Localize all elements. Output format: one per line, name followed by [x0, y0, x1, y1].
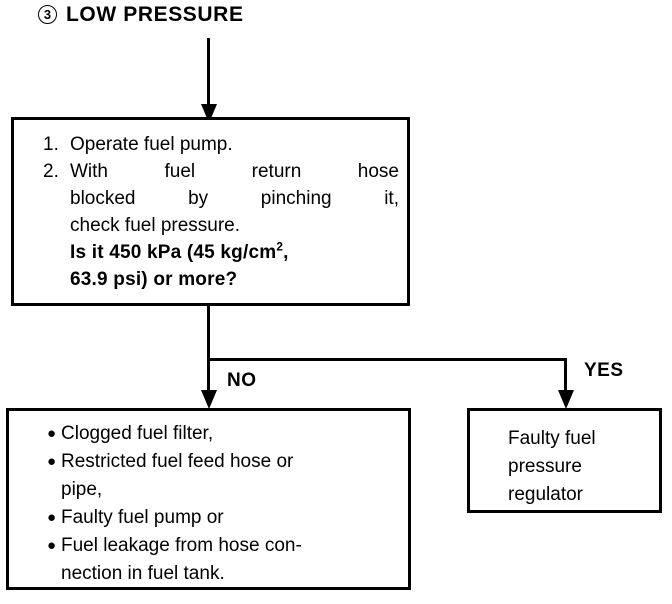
no-outcome-list: ● Clogged fuel filter, ● Restricted fuel… [47, 420, 400, 588]
list-item-text: Restricted fuel feed hose or pipe, [61, 448, 400, 504]
list-item-line: Fuel leakage from hose con- [61, 535, 302, 556]
question-line: 63.9 psi) or more? [70, 269, 238, 290]
yes-outcome-line: pressure [508, 456, 582, 477]
list-item-text: Fuel leakage from hose con- nection in f… [61, 532, 400, 588]
branch-label-yes: YES [584, 360, 624, 381]
list-item: ● Restricted fuel feed hose or pipe, [47, 448, 400, 504]
circled-number-icon: 3 [38, 5, 57, 24]
bullet-dot-icon: ● [47, 537, 57, 554]
decision-steps: 1. Operate fuel pump. 2. With fuel retur… [43, 131, 399, 293]
question-line: Is it 450 kPa (45 kg/cm2, [70, 239, 399, 266]
yes-outcome-line: regulator [508, 484, 583, 505]
list-item-line: Restricted fuel feed hose or [61, 451, 294, 472]
step-item: 1. Operate fuel pump. [43, 131, 399, 158]
no-outcome-box: ● Clogged fuel filter, ● Restricted fuel… [6, 408, 411, 590]
chart-title: 3 LOW PRESSURE [38, 4, 244, 25]
step-text-line: With fuel return hose [70, 161, 399, 182]
list-item-text: Faulty fuel pump or [61, 507, 224, 528]
list-item-line: pipe, [61, 479, 103, 500]
connector-title-to-decision [207, 38, 210, 110]
list-item-text: Clogged fuel filter, [61, 423, 214, 444]
branch-label-no: NO [227, 370, 257, 391]
step-text-line: blocked by pinching it, [70, 188, 399, 209]
decision-box: 1. Operate fuel pump. 2. With fuel retur… [11, 117, 410, 306]
step-item: 2. With fuel return hose blocked by pinc… [43, 158, 399, 293]
arrowhead-into-yes-box-icon [558, 390, 574, 409]
step-text-line: check fuel pressure. [70, 215, 241, 236]
list-item: ● Clogged fuel filter, [47, 420, 400, 448]
question-comma: , [283, 242, 289, 263]
yes-outcome-line: Faulty fuel [508, 428, 596, 449]
bullet-dot-icon: ● [47, 509, 57, 526]
bullet-dot-icon: ● [47, 453, 57, 470]
yes-outcome-box: Faulty fuel pressure regulator [467, 408, 662, 513]
step-text: With fuel return hose blocked by pinchin… [70, 158, 399, 293]
arrowhead-into-no-box-icon [201, 390, 217, 409]
page-title: LOW PRESSURE [66, 3, 244, 26]
connector-yes-branch-horizontal [207, 358, 567, 361]
list-item-line: nection in fuel tank. [61, 563, 225, 584]
list-item: ● Faulty fuel pump or [47, 504, 400, 532]
bullet-dot-icon: ● [47, 425, 57, 442]
step-number: 1. [43, 134, 59, 155]
question-superscript: 2 [276, 240, 284, 254]
yes-outcome-text: Faulty fuel pressure regulator [508, 425, 596, 509]
question-text: Is it 450 kPa (45 kg/cm [70, 242, 277, 263]
step-text: Operate fuel pump. [70, 134, 233, 155]
connector-yes-branch-vertical [564, 358, 567, 404]
step-number: 2. [43, 161, 59, 182]
list-item: ● Fuel leakage from hose con- nection in… [47, 532, 400, 588]
connector-decision-trunk [207, 305, 210, 404]
